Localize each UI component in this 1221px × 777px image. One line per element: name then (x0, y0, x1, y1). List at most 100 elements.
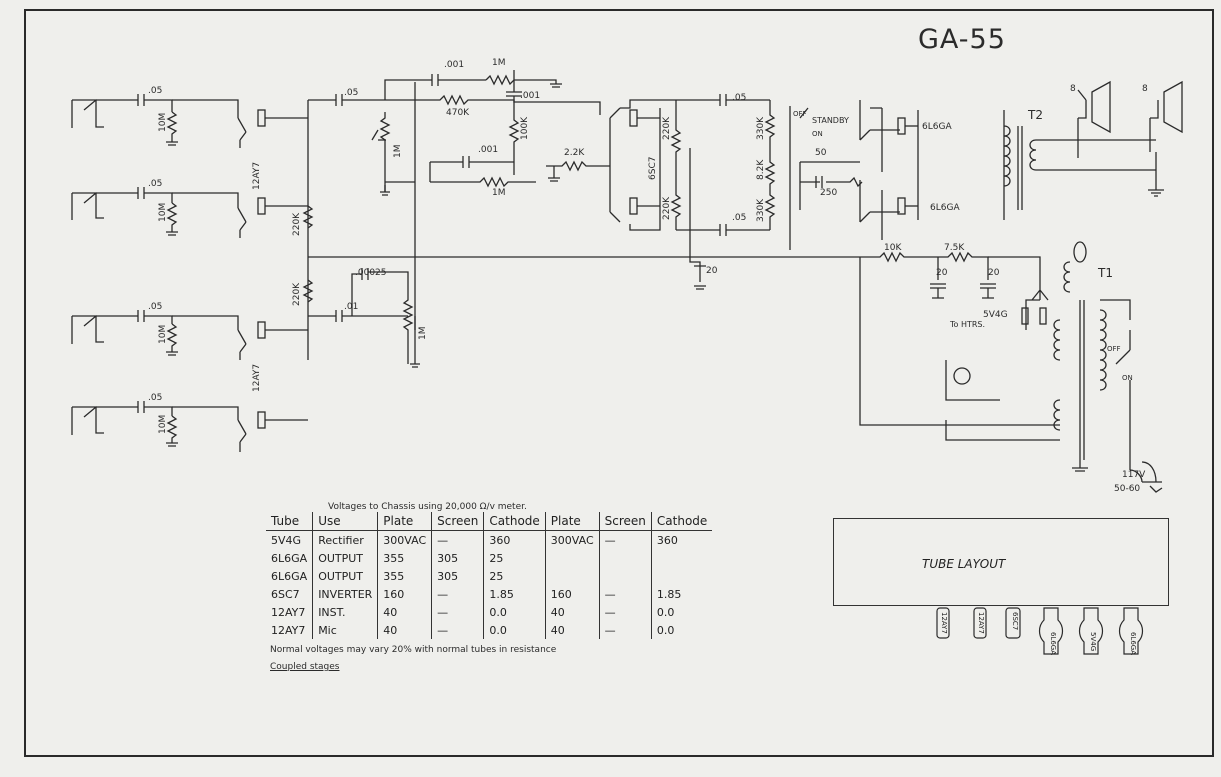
col-header: Plate (377, 512, 433, 531)
table-cell: — (431, 621, 485, 639)
cap-label: .05 (148, 86, 163, 96)
table-cell: — (599, 585, 652, 603)
tone-network (371, 70, 601, 330)
standby-on-label: ON (812, 130, 823, 138)
table-cell: 1.85 (483, 585, 546, 603)
input-jack-4 (71, 401, 247, 447)
resistor-label: 7.5K (944, 243, 965, 253)
table-cell (599, 567, 652, 585)
tube-v2 (239, 321, 308, 452)
table-cell (545, 549, 600, 567)
table-cell: 25 (483, 549, 546, 567)
mains-voltage-label: 117V (1122, 470, 1146, 480)
standby-off-label: OFF (793, 110, 807, 118)
table-cell: 40 (377, 621, 433, 639)
voltage-table-caption: Voltages to Chassis using 20,000 Ω/v met… (328, 502, 527, 512)
cap-label: .00025 (355, 268, 387, 278)
table-cell (545, 567, 600, 585)
table-cell: — (431, 585, 485, 603)
table-cell: 305 (431, 567, 485, 585)
table-cell: 12AY7 (266, 621, 314, 639)
cap-label: .05 (732, 93, 747, 103)
tube-label: 5V4G (983, 310, 1008, 320)
table-cell: INVERTER (312, 585, 379, 603)
resistor-label: 1M (492, 58, 506, 68)
resistor-label: 2.2K (564, 148, 585, 158)
heaters-label: To HTRS. (950, 320, 986, 329)
layout-tube-label: 6SC7 (1011, 612, 1019, 631)
power-on-label: ON (1122, 374, 1133, 382)
cap-label: .05 (732, 213, 747, 223)
cap-label: .05 (344, 88, 359, 98)
power-transformer (1053, 261, 1131, 472)
table-cell: Rectifier (312, 530, 379, 549)
layout-tube-label: 5V4G (1089, 632, 1097, 652)
cap-label: .05 (148, 179, 163, 189)
cap-label: .05 (148, 302, 163, 312)
table-cell: 305 (431, 549, 485, 567)
col-header: Screen (599, 512, 652, 531)
filter-cap-label: 20 (988, 268, 1000, 278)
transformer-label: T1 (1098, 266, 1113, 280)
input-jack-3 (71, 310, 247, 356)
cap-label: .001 (520, 91, 541, 101)
table-cell: 360 (656, 533, 678, 547)
table-cell: 0.0 (656, 623, 675, 637)
input-jack-1 (71, 94, 247, 146)
table-cell: — (599, 530, 652, 549)
tube-layout-label: TUBE LAYOUT (922, 557, 1006, 571)
table-cell: 160 (377, 585, 433, 603)
filter-cap-label: 20 (706, 266, 718, 276)
col-header: Cathode (483, 512, 546, 531)
table-note-2: Coupled stages (270, 662, 340, 672)
filter-cap-label: 20 (936, 268, 948, 278)
table-cell: — (599, 621, 652, 639)
tube-6l6ga-2 (859, 180, 918, 240)
tube-layout-box (833, 518, 1169, 606)
table-header-row: Tube Use Plate Screen Cathode Plate Scre… (266, 512, 713, 531)
col-header: Use (312, 512, 379, 531)
transformer-label: T2 (1028, 108, 1043, 122)
table-cell: 300VAC (545, 530, 600, 549)
speaker-label: 8 (1070, 84, 1076, 94)
table-cell: — (431, 603, 485, 621)
col-header: Tube (266, 512, 314, 531)
table-cell: 1.85 (656, 587, 682, 601)
table-cell: 0.0 (483, 603, 546, 621)
cap-label: .01 (344, 302, 359, 312)
resistor-label: 470K (446, 108, 470, 118)
table-cell: 40 (377, 603, 433, 621)
col-header: Plate (545, 512, 600, 531)
col-header: Screen (431, 512, 485, 531)
resistor-label: 250 (820, 188, 838, 198)
tube-label: 6L6GA (922, 122, 952, 132)
table-cell: OUTPUT (312, 549, 379, 567)
cap-label: .001 (444, 60, 465, 70)
table-cell: 6L6GA (266, 549, 314, 567)
cap-label: .001 (478, 145, 499, 155)
table-cell: 360 (483, 530, 546, 549)
table-cell: 0.0 (483, 621, 546, 639)
sheet-border (24, 9, 1214, 757)
table-cell: 6SC7 (266, 585, 314, 603)
layout-tube-label: 6L6GA (1129, 632, 1137, 656)
cap-label: .05 (148, 393, 163, 403)
schematic-title: GA-55 (918, 24, 1006, 55)
table-cell: 6L6GA (266, 567, 314, 585)
mains-frequency-label: 50-60 (1114, 484, 1141, 494)
resistor-label: 1M (492, 188, 506, 198)
table-cell (599, 549, 652, 567)
table-cell: OUTPUT (312, 567, 379, 585)
input-jack-2 (71, 187, 247, 236)
speaker-label: 8 (1142, 84, 1148, 94)
table-cell: — (599, 603, 652, 621)
table-cell: 40 (545, 621, 600, 639)
table-cell: Mic (312, 621, 379, 639)
